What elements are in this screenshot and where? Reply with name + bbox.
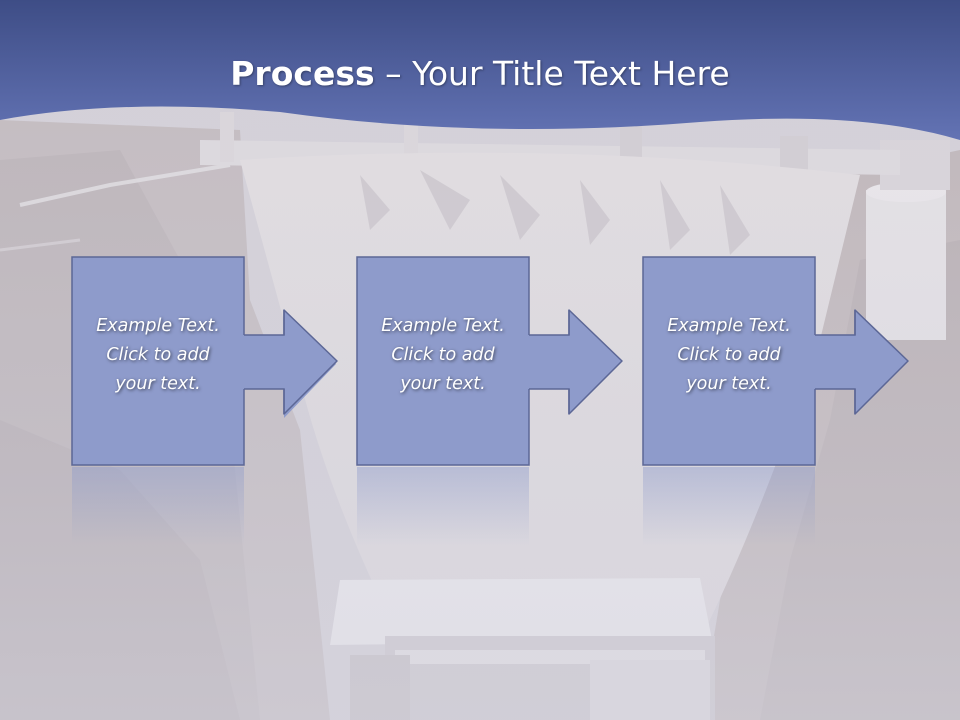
step-text-line-3: your text. [400, 374, 486, 394]
process-step-1[interactable]: Example Text. Click to add your text. [71, 256, 351, 546]
step-box-arrow-shape [71, 256, 338, 545]
step-text[interactable]: Example Text. Click to add your text. [356, 312, 530, 399]
step-text-line-3: your text. [115, 374, 201, 394]
process-step-3[interactable]: Example Text. Click to add your text. [642, 256, 922, 546]
process-step-2[interactable]: Example Text. Click to add your text. [356, 256, 636, 546]
step-text-line-1: Example Text. [96, 316, 220, 336]
step-text-line-2: Click to add [677, 345, 781, 365]
step-text-line-2: Click to add [106, 345, 210, 365]
step-text-line-2: Click to add [391, 345, 495, 365]
step-text[interactable]: Example Text. Click to add your text. [71, 312, 245, 399]
step-box-arrow-shape [642, 256, 909, 545]
title-rest-part: – Your Title Text Here [374, 54, 730, 93]
slide-title[interactable]: Process – Your Title Text Here [0, 52, 960, 96]
step-text-line-1: Example Text. [381, 316, 505, 336]
step-text-line-3: your text. [686, 374, 772, 394]
title-bold-part: Process [230, 54, 375, 93]
step-text[interactable]: Example Text. Click to add your text. [642, 312, 816, 399]
step-text-line-1: Example Text. [667, 316, 791, 336]
step-box-arrow-shape [356, 256, 623, 545]
